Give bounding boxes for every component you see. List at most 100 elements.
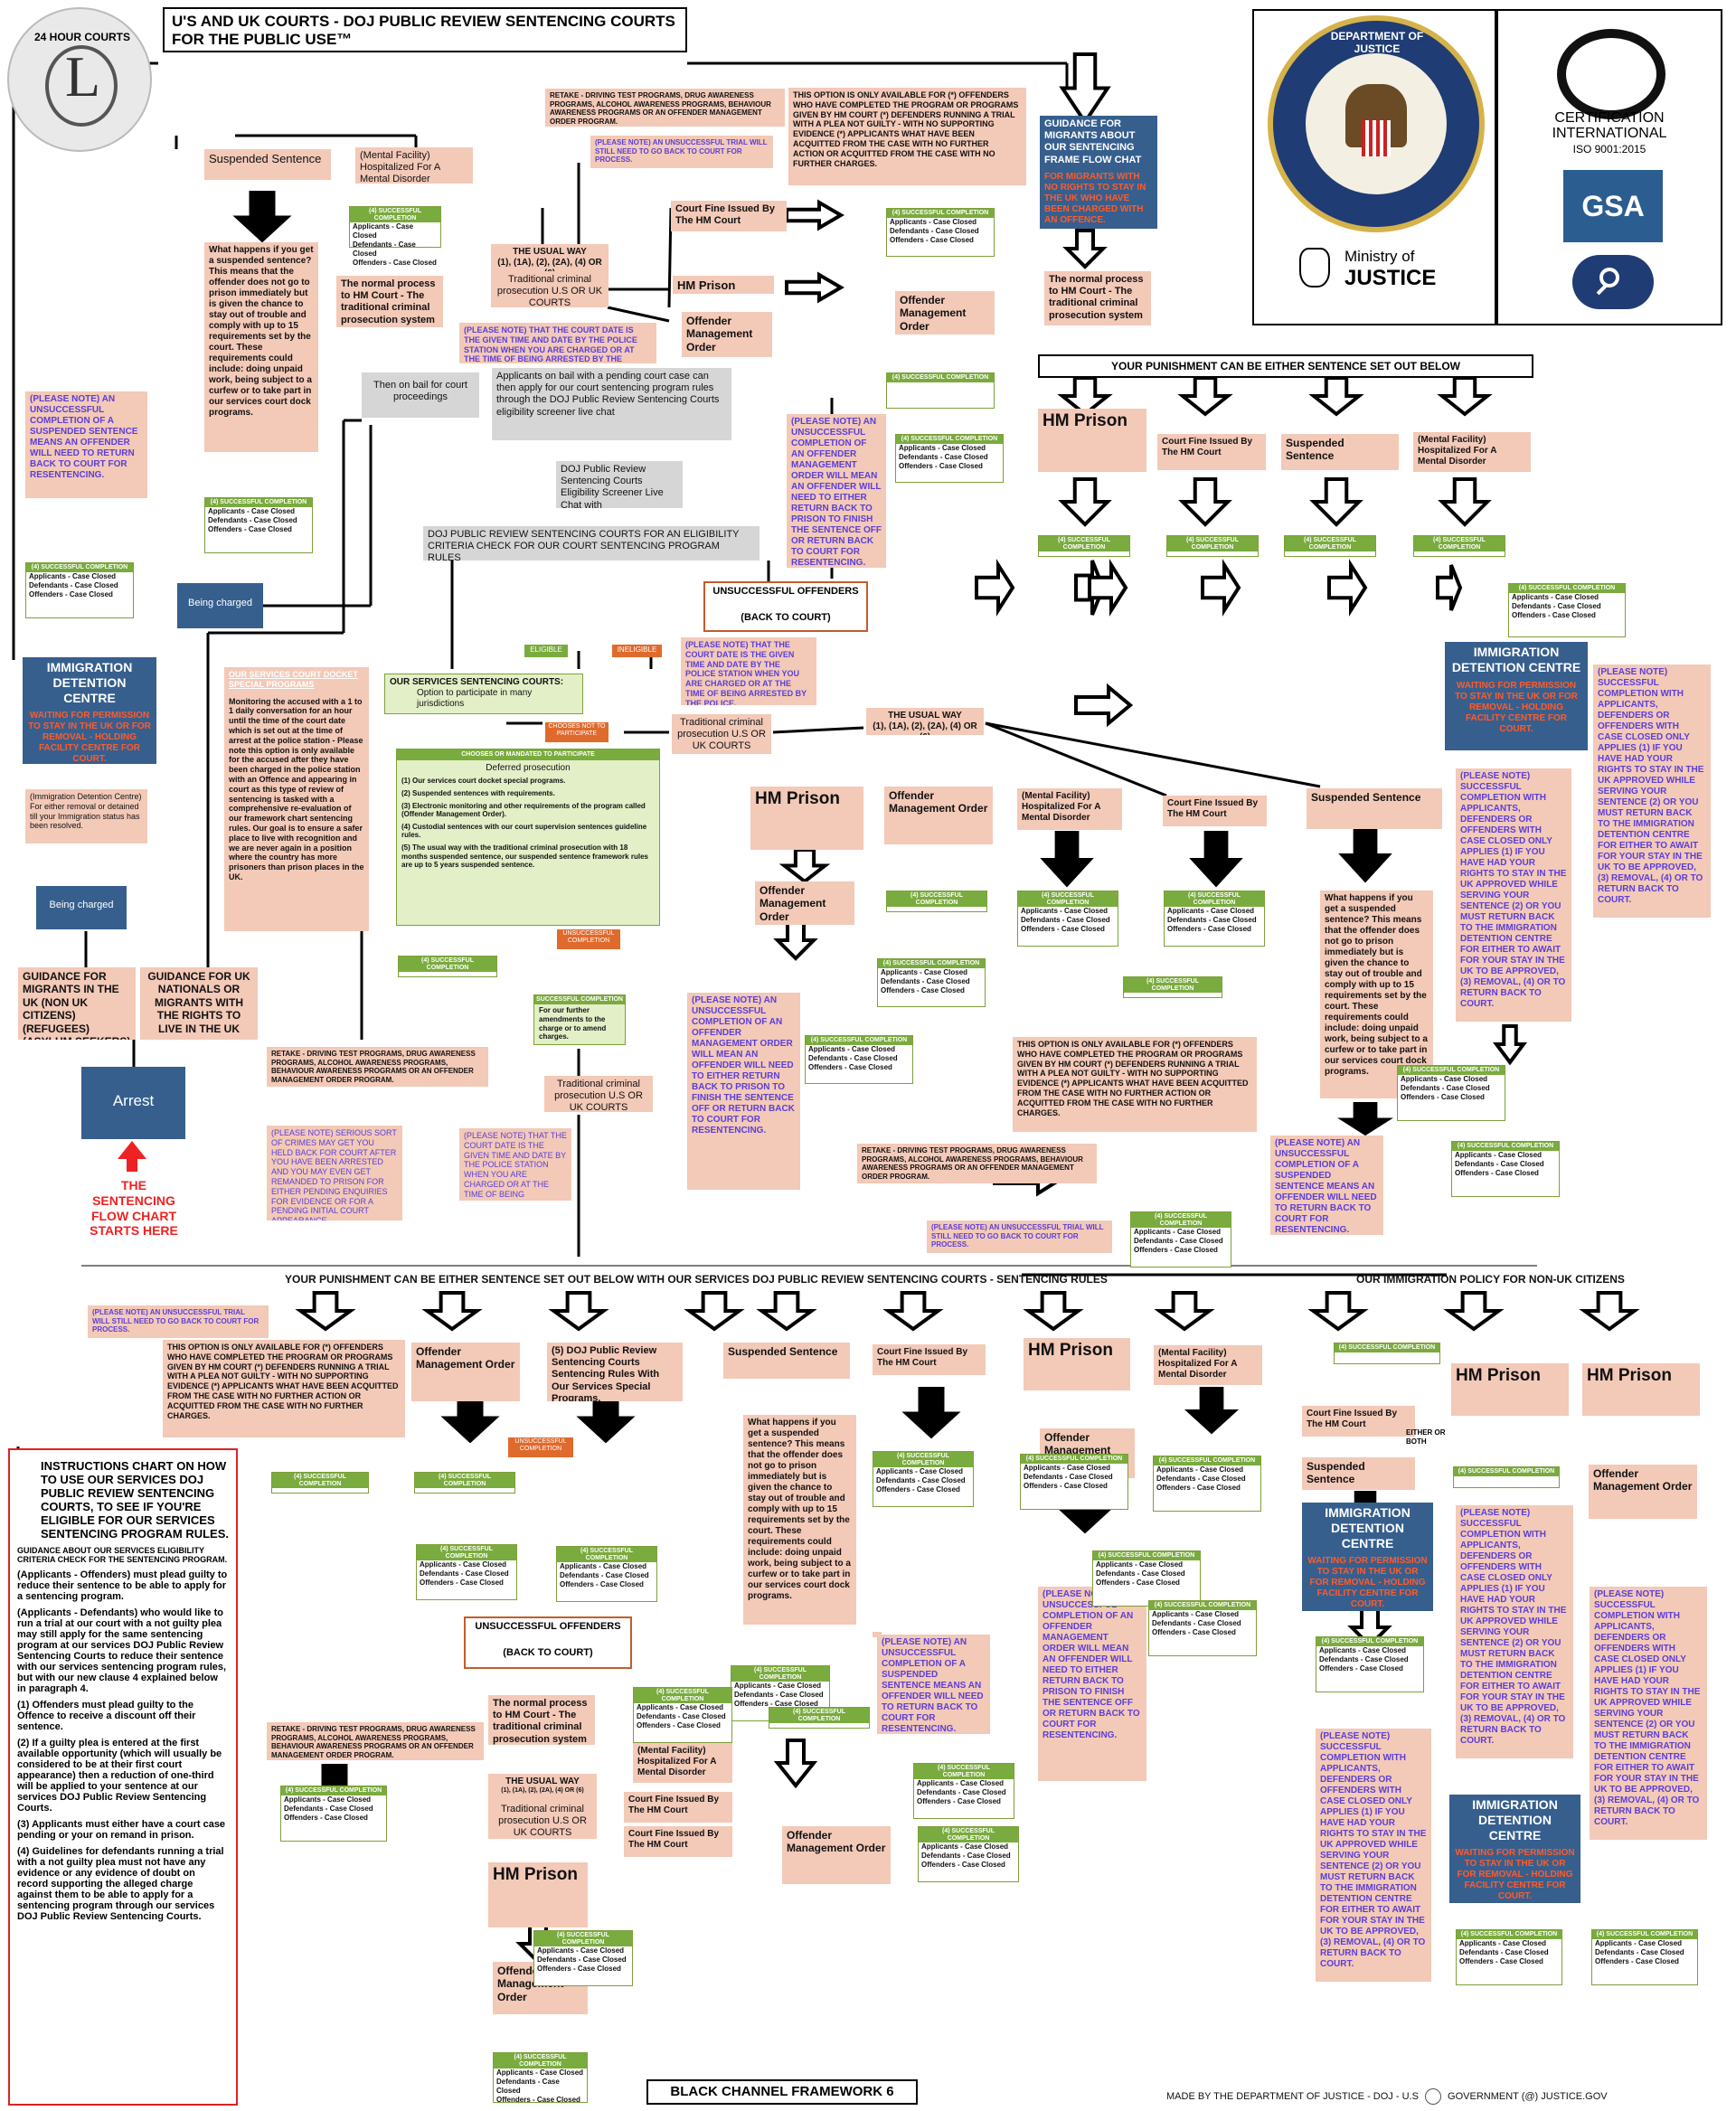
sc-applicants-line: Applicants - Case Closed	[1021, 907, 1109, 916]
successful-completion-title: (4) SUCCESSFUL COMPLETION	[1021, 1455, 1127, 1464]
successful-completion-title: (4) SUCCESSFUL COMPLETION	[1335, 1343, 1439, 1352]
cert-line2: INTERNATIONAL	[1552, 126, 1667, 141]
sc-offenders-line: Offenders - Case Closed	[1156, 1483, 1241, 1492]
option-only-text-centre: THIS OPTION IS ONLY AVAILABLE FOR (*) OF…	[1017, 1040, 1249, 1117]
successful-completion-title: (4) SUCCESSFUL COMPLETION	[557, 1547, 656, 1563]
court-fine-label-bottom: Court Fine Issued By The HM Court	[877, 1347, 968, 1368]
sc-offenders-line: Offenders - Case Closed	[1024, 1481, 1108, 1490]
flow-arrow-icon	[1177, 376, 1233, 417]
sc-applicants-line: Applicants - Case Closed	[921, 1842, 1009, 1852]
usual-way-opts-top: (1), (1A), (2), (2A), (4) OR (6)	[497, 258, 602, 271]
sc-offenders-line: Offenders - Case Closed	[284, 1813, 368, 1822]
back-to-court-mid: (BACK TO COURT)	[741, 612, 831, 624]
sc-applicants-line: Applicants - Case Closed	[876, 1467, 964, 1476]
hm-prison-box-right: HM Prison	[1038, 409, 1146, 472]
sc-applicants-line: Applicants - Case Closed	[353, 222, 414, 240]
being-charged-left[interactable]: Being charged	[36, 886, 127, 929]
then-on-bail-box: Then on bail for court proceedings	[362, 372, 479, 418]
court-fine-box-top: Court Fine Issued By The HM Court	[671, 201, 787, 231]
retake-text-mid: RETAKE - DRIVING TEST PROGRAMS, DRUG AWA…	[271, 1050, 476, 1084]
arrest-box[interactable]: Arrest	[81, 1067, 185, 1139]
immigration-note-text-right-b: (PLEASE NOTE) SUCCESSFUL COMPLETION WITH…	[1460, 771, 1567, 1009]
flow-arrow-icon	[756, 1291, 817, 1332]
sc-applicants-line: Applicants - Case Closed	[1156, 1465, 1244, 1474]
sc-defendants-line: Defendants - Case Closed	[1459, 1947, 1549, 1956]
sc-defendants-line: Defendants - Case Closed	[496, 2078, 560, 2096]
sc-offenders-line: Offenders - Case Closed	[1167, 925, 1251, 934]
guidance-migrants-text: GUIDANCE FOR MIGRANTS IN THE UK (NON UK …	[23, 970, 130, 1040]
page-title: U'S AND UK COURTS - DOJ PUBLIC REVIEW SE…	[163, 7, 687, 52]
deferred-title: Deferred prosecution	[486, 763, 571, 774]
normal-process-box-right: The normal process to HM Court - The tra…	[1044, 271, 1151, 325]
omo-note-text-centre: (PLEASE NOTE) AN UNSUCCESSFUL COMPLETION…	[692, 995, 795, 1136]
hm-prison-box-bottom-e: HM Prison	[488, 1862, 588, 1927]
successful-completion-title: (4) SUCCESSFUL COMPLETION	[399, 957, 496, 973]
sc-applicants-line: Applicants - Case Closed	[917, 1779, 1005, 1788]
flow-arrow-icon	[1309, 477, 1363, 527]
mental-box-bottom: (Mental Facility) Hospitalized For A Men…	[1154, 1345, 1262, 1385]
successful-completion-title: (4) SUCCESSFUL COMPLETION	[1167, 536, 1258, 552]
retake-box-bottom: RETAKE - DRIVING TEST PROGRAMS, DRUG AWA…	[267, 1722, 484, 1760]
successful-completion-title: (4) SUCCESSFUL COMPLETION	[415, 1473, 514, 1489]
omo-note-top: (PLEASE NOTE) AN UNSUCCESSFUL COMPLETION…	[787, 414, 886, 568]
successful-completion-title: (4) SUCCESSFUL COMPLETION	[806, 1036, 912, 1045]
ineligible-tag: INELIGIBLE	[612, 645, 662, 657]
court-date-note-text-top: (PLEASE NOTE) THAT THE COURT DATE IS THE…	[464, 325, 637, 363]
up-arrow-icon	[118, 1141, 146, 1159]
successful-completion-title: (4) SUCCESSFUL COMPLETION	[534, 1931, 632, 1947]
successful-completion-title: (4) SUCCESSFUL COMPLETION	[1018, 891, 1118, 908]
flow-arrow-icon	[1057, 376, 1113, 417]
cert-ring-icon	[1557, 29, 1665, 119]
retake-box-mid: RETAKE - DRIVING TEST PROGRAMS, DRUG AWA…	[267, 1047, 488, 1087]
flow-arrow-icon	[1201, 559, 1241, 617]
successful-completion-title: (4) SUCCESSFUL COMPLETION	[887, 209, 994, 218]
unsuccessful-trial-bottom: (PLEASE NOTE) AN UNSUCCESSFUL TRIAL WILL…	[88, 1305, 269, 1338]
omo-box-bottom-d: Offender Management Order	[782, 1826, 891, 1884]
back-to-court-bottom: (BACK TO COURT)	[503, 1647, 593, 1659]
traditional-box-mid: Traditional criminal prosecution U.S OR …	[544, 1076, 653, 1112]
24-hour-courts-badge: 24 HOUR COURTS L	[7, 7, 152, 152]
immigration-box-bottom-a: IMMIGRATION DETENTION CENTRE WAITING FOR…	[1302, 1503, 1433, 1611]
court-fine-box-centre: Court Fine Issued By The HM Court	[1163, 796, 1267, 826]
sc-offenders-line: Offenders - Case Closed	[921, 1861, 1005, 1870]
suspended-note-centre: (PLEASE NOTE) AN UNSUCCESSFUL COMPLETION…	[1270, 1136, 1383, 1235]
flow-arrow-icon	[1189, 831, 1243, 888]
sc-offenders-line: Offenders - Case Closed	[1455, 1168, 1539, 1177]
being-charged-mid[interactable]: Being charged	[177, 583, 263, 628]
successful-completion-title: (4) SUCCESSFUL COMPLETION	[1414, 536, 1505, 552]
flow-arrow-icon	[1062, 229, 1108, 269]
being-charged-left-label: Being charged	[49, 900, 114, 910]
moj-text2: JUSTICE	[1344, 266, 1437, 290]
your-punishment-text: YOUR PUNISHMENT CAN BE EITHER SENTENCE S…	[1110, 360, 1461, 372]
moj-crest-icon	[1299, 248, 1330, 287]
immigration-note-right-b: (PLEASE NOTE) SUCCESSFUL COMPLETION WITH…	[1456, 768, 1571, 1022]
court-date-note-top: (PLEASE NOTE) THAT THE COURT DATE IS THE…	[459, 323, 656, 363]
suspended-box-bottom: Suspended Sentence	[723, 1343, 850, 1379]
omo-box-centre-a: Offender Management Order	[884, 787, 993, 844]
sc-offenders-line: Offenders - Case Closed	[1459, 1956, 1543, 1965]
suspended-note-text-centre: (PLEASE NOTE) AN UNSUCCESSFUL COMPLETION…	[1275, 1138, 1377, 1235]
immigration-note-text-right-a: (PLEASE NOTE) SUCCESSFUL COMPLETION WITH…	[1598, 667, 1704, 905]
flow-arrow-icon	[1337, 1102, 1393, 1136]
suspended-explained-bottom: What happens if you get a suspended sent…	[743, 1415, 856, 1625]
made-by-text: MADE BY THE DEPARTMENT OF JUSTICE - DOJ …	[1166, 2088, 1608, 2105]
omo-note-text-top: (PLEASE NOTE) AN UNSUCCESSFUL COMPLETION…	[791, 417, 882, 568]
successful-completion-title: (4) SUCCESSFUL COMPLETION	[919, 1827, 1018, 1843]
flow-arrow-icon	[232, 191, 292, 243]
flow-arrow-icon	[421, 1291, 483, 1332]
flow-arrow-icon	[1307, 1291, 1369, 1332]
cert-logo-frame: CERTIFICATION INTERNATIONAL ISO 9001:201…	[1496, 9, 1722, 325]
successful-completion-box: (4) SUCCESSFUL COMPLETION	[414, 1472, 515, 1494]
serious-crimes-box: (PLEASE NOTE) SERIOUS SORT OF CRIMES MAY…	[267, 1126, 402, 1220]
sc-applicants-line: Applicants - Case Closed	[284, 1795, 372, 1804]
connector-line	[985, 721, 1321, 788]
sc-offenders-line: Offenders - Case Closed	[1152, 1627, 1236, 1636]
doj-seal-icon: DEPARTMENT OF JUSTICE	[1268, 15, 1485, 232]
flow-arrow-icon	[1023, 1291, 1084, 1332]
instructions-p2: (Applicants - Offenders) must plead guil…	[17, 1569, 228, 1602]
your-punishment-box: YOUR PUNISHMENT CAN BE EITHER SENTENCE S…	[1038, 354, 1533, 378]
immigration-sub-left: WAITING FOR PERMISSION TO STAY IN THE UK…	[28, 711, 151, 764]
